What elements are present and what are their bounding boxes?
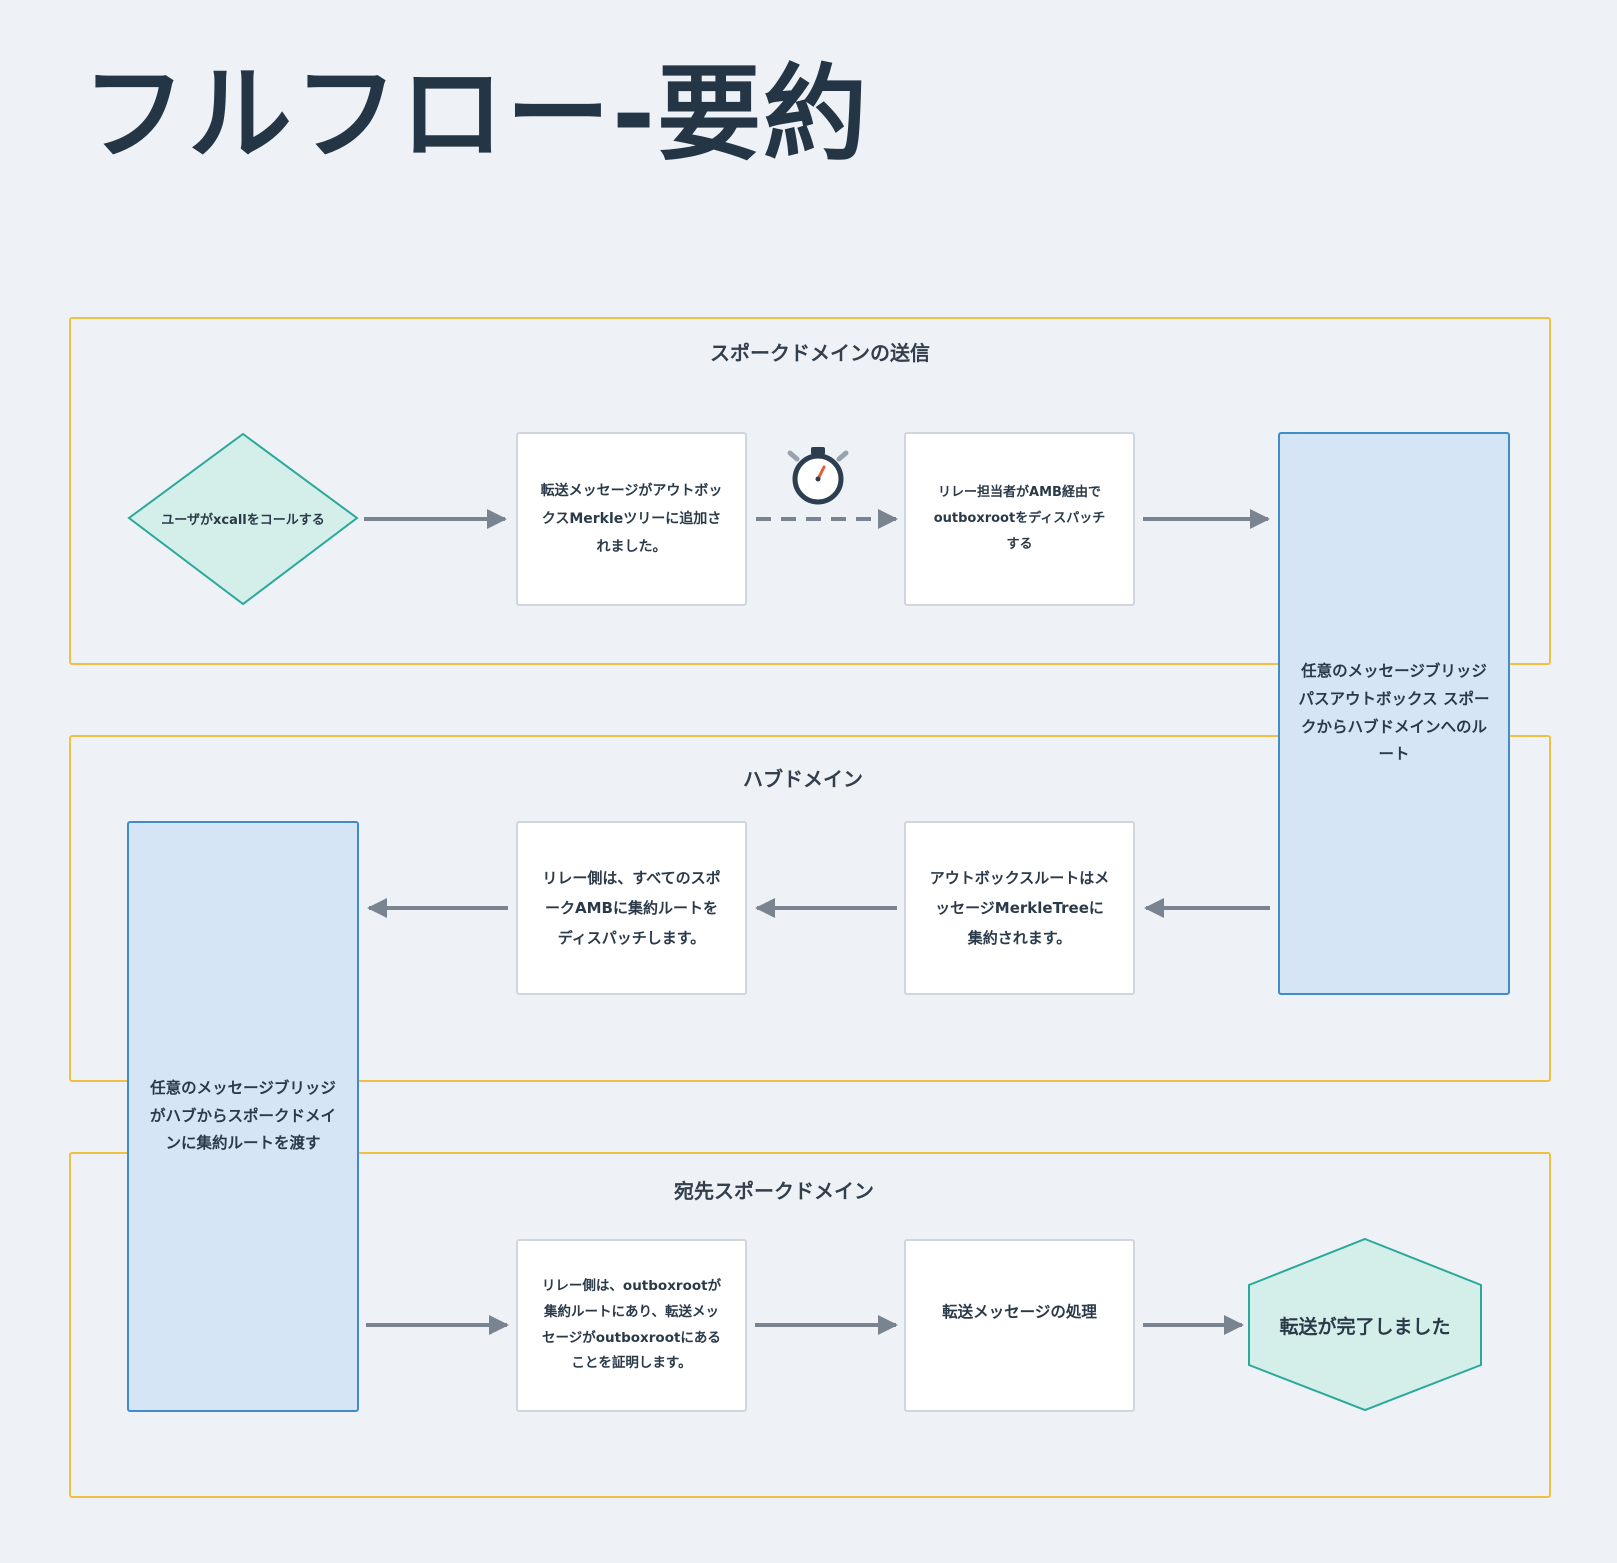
node-process: 転送メッセージの処理 — [904, 1239, 1135, 1412]
end-hexagon — [1248, 1237, 1482, 1412]
start-diamond — [127, 432, 359, 606]
node-prove: リレー側は、outboxrootが集約ルートにあり、転送メッセージがoutbox… — [516, 1239, 747, 1412]
lane-title-dest-spoke: 宛先スポークドメイン — [674, 1179, 874, 1203]
lane-hub — [69, 735, 1551, 1082]
lane-title-spoke-send: スポークドメインの送信 — [710, 341, 930, 365]
lane-spoke-send — [69, 317, 1551, 665]
lane-title-hub: ハブドメイン — [743, 767, 863, 791]
node-spoke-to-hub-bridge: 任意のメッセージブリッジパスアウトボックス スポークからハブドメインへのルート — [1278, 432, 1510, 995]
node-dispatch-root: リレー担当者がAMB経由でoutboxrootをディスパッチする — [904, 432, 1135, 606]
stopwatch-icon — [787, 447, 849, 505]
node-end: 転送が完了しました — [1279, 1315, 1451, 1338]
node-hub-to-spoke-bridge: 任意のメッセージブリッジがハブからスポークドメインに集約ルートを渡す — [127, 821, 359, 1412]
node-add-to-tree: 転送メッセージがアウトボックスMerkleツリーに追加されました。 — [516, 432, 747, 606]
page-title: フルフロー-要約 — [82, 53, 870, 175]
node-start: ユーザがxcallをコールする — [161, 512, 325, 528]
lane-dest-spoke — [69, 1152, 1551, 1498]
node-dispatch-aggregate: リレー側は、すべてのスポークAMBに集約ルートをディスパッチします。 — [516, 821, 747, 995]
node-aggregate: アウトボックスルートはメッセージMerkleTreeに集約されます。 — [904, 821, 1135, 995]
